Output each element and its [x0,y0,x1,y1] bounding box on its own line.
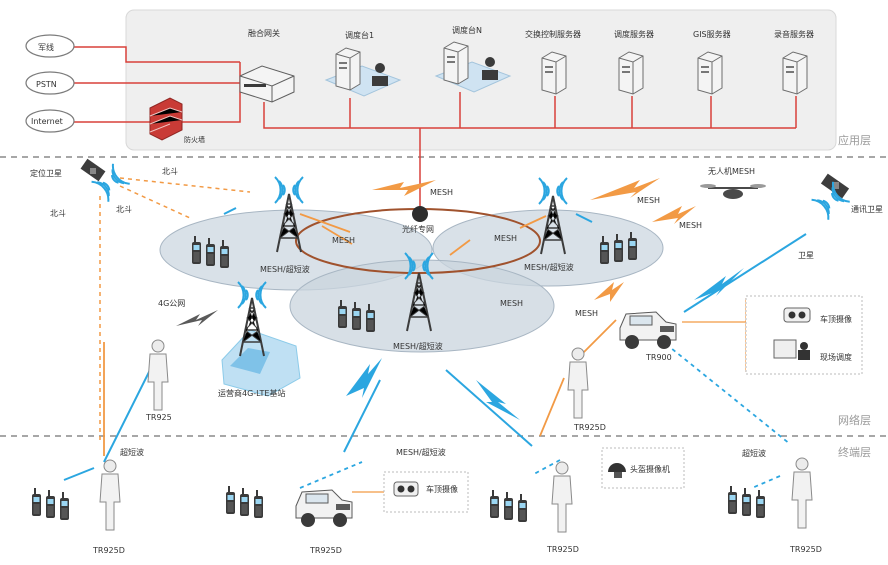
mesh-left-label: MESH [332,236,355,245]
ultrashort-left-label: 超短波 [120,447,144,457]
drone-icon [700,184,766,199]
console-n-label: 调度台N [452,25,482,35]
recording-server-icon [782,51,808,95]
gateway-label: 融合网关 [248,28,280,38]
tr925d-mid-person-icon [567,347,589,419]
terminal-radio-group-3 [490,490,527,522]
cloud-pstn: PSTN [25,71,75,95]
layer-label-terminal: 终端层 [838,445,871,459]
terminal-person-4-icon [791,457,813,529]
recording-server-label: 录音服务器 [774,29,814,39]
drone-mesh-label: 无人机MESH [708,166,755,176]
firewall-icon [149,97,183,141]
lte-station-icon [221,281,301,397]
terminal-radio-group-1 [32,488,69,520]
roof-camera-icon [783,307,811,323]
gateway-icon [239,65,295,103]
tower-center-label: MESH/超短波 [393,341,443,351]
red-link-lines [74,46,797,212]
helmet-camera-icon [608,463,626,478]
tr925-person-icon [147,339,169,411]
firewall-label: 防火墙 [184,135,205,144]
blue-wireless-links [63,207,807,481]
cloud-internet: Internet [25,109,75,133]
beidou-3-label: 北斗 [50,209,66,218]
field-dispatch-icon [773,339,810,360]
console-n-icon [434,41,512,93]
ultrashort-right-label: 超短波 [742,448,766,458]
tower-left-waves-icon [274,176,304,204]
tr925-left-label: TR925 [145,413,172,422]
military-line-label: 军线 [38,42,54,52]
field-dispatch-label: 现场调度 [820,352,852,362]
helmet-camera-label: 头盔摄像机 [630,464,670,474]
beidou-2-label: 北斗 [116,205,132,214]
pstn-label: PSTN [36,80,57,89]
dispatch-server-icon [618,51,644,95]
terminal-person-1-icon [99,459,121,531]
terminal-tr925d-4-label: TR925D [789,545,822,554]
mesh-vehicle-label: MESH [575,309,598,318]
dispatch-server-label: 调度服务器 [614,29,654,39]
console-1-label: 调度台1 [345,30,374,40]
tr900-roof-camera-label: 车顶摄像 [820,314,852,324]
switch-server-icon [541,51,567,95]
terminal-tr925d-3-label: TR925D [546,545,579,554]
terminal-radio-group-4 [728,486,765,518]
mesh-right-label: MESH [494,234,517,243]
gis-server-icon [697,51,723,95]
terminal-vehicle-icon [295,489,353,528]
internet-label: Internet [31,117,63,126]
positioning-satellite-icon [80,158,106,182]
switch-server-label: 交换控制服务器 [525,29,581,39]
terminal-radio-group-2 [226,486,263,518]
blue-dashed-links [299,343,791,489]
mesh-drone-label: MESH [637,196,660,205]
lte-station-label: 运营商4G-LTE基站 [218,388,285,398]
blue-flash-links [346,268,744,420]
fiber-network-label: 光纤专网 [402,224,434,234]
mesh-top-label: MESH [430,188,453,197]
public-4g-label: 4G公网 [158,299,185,308]
beidou-1-label: 北斗 [162,167,178,176]
tower-right-label: MESH/超短波 [524,262,574,272]
mesh-ultrashort-label: MESH/超短波 [396,447,446,457]
satellite-link-label: 卫星 [798,251,814,260]
fiber-hub-icon [412,206,428,222]
terminal-tr925d-1-label: TR925D [92,546,125,555]
tr925d-mid-label: TR925D [573,423,606,432]
tower-left-label: MESH/超短波 [260,264,310,274]
mesh-drone2-label: MESH [679,221,702,230]
positioning-satellite-label: 定位卫星 [30,168,62,178]
gis-server-label: GIS服务器 [693,29,731,39]
beidou-dashed-links [99,177,251,440]
terminal-roof-camera-icon [393,481,419,497]
console-1-icon [324,47,402,97]
layer-label-network: 网络层 [838,413,871,427]
public-4g-flash [176,310,218,326]
tr900-connector [682,298,747,372]
comm-satellite-icon [820,173,850,199]
mesh-flash-links [372,178,696,302]
layer-label-application: 应用层 [838,133,871,147]
tr900-vehicle-icon [619,311,677,350]
terminal-tr925d-2-label: TR925D [309,546,342,555]
cloud-military: 军线 [25,34,75,58]
terminal-roof-camera-label: 车顶摄像 [426,484,458,494]
mesh-center-label: MESH [500,299,523,308]
tr900-label: TR900 [645,353,672,362]
comm-satellite-label: 通讯卫星 [851,204,883,214]
terminal-person-3-icon [551,461,573,533]
